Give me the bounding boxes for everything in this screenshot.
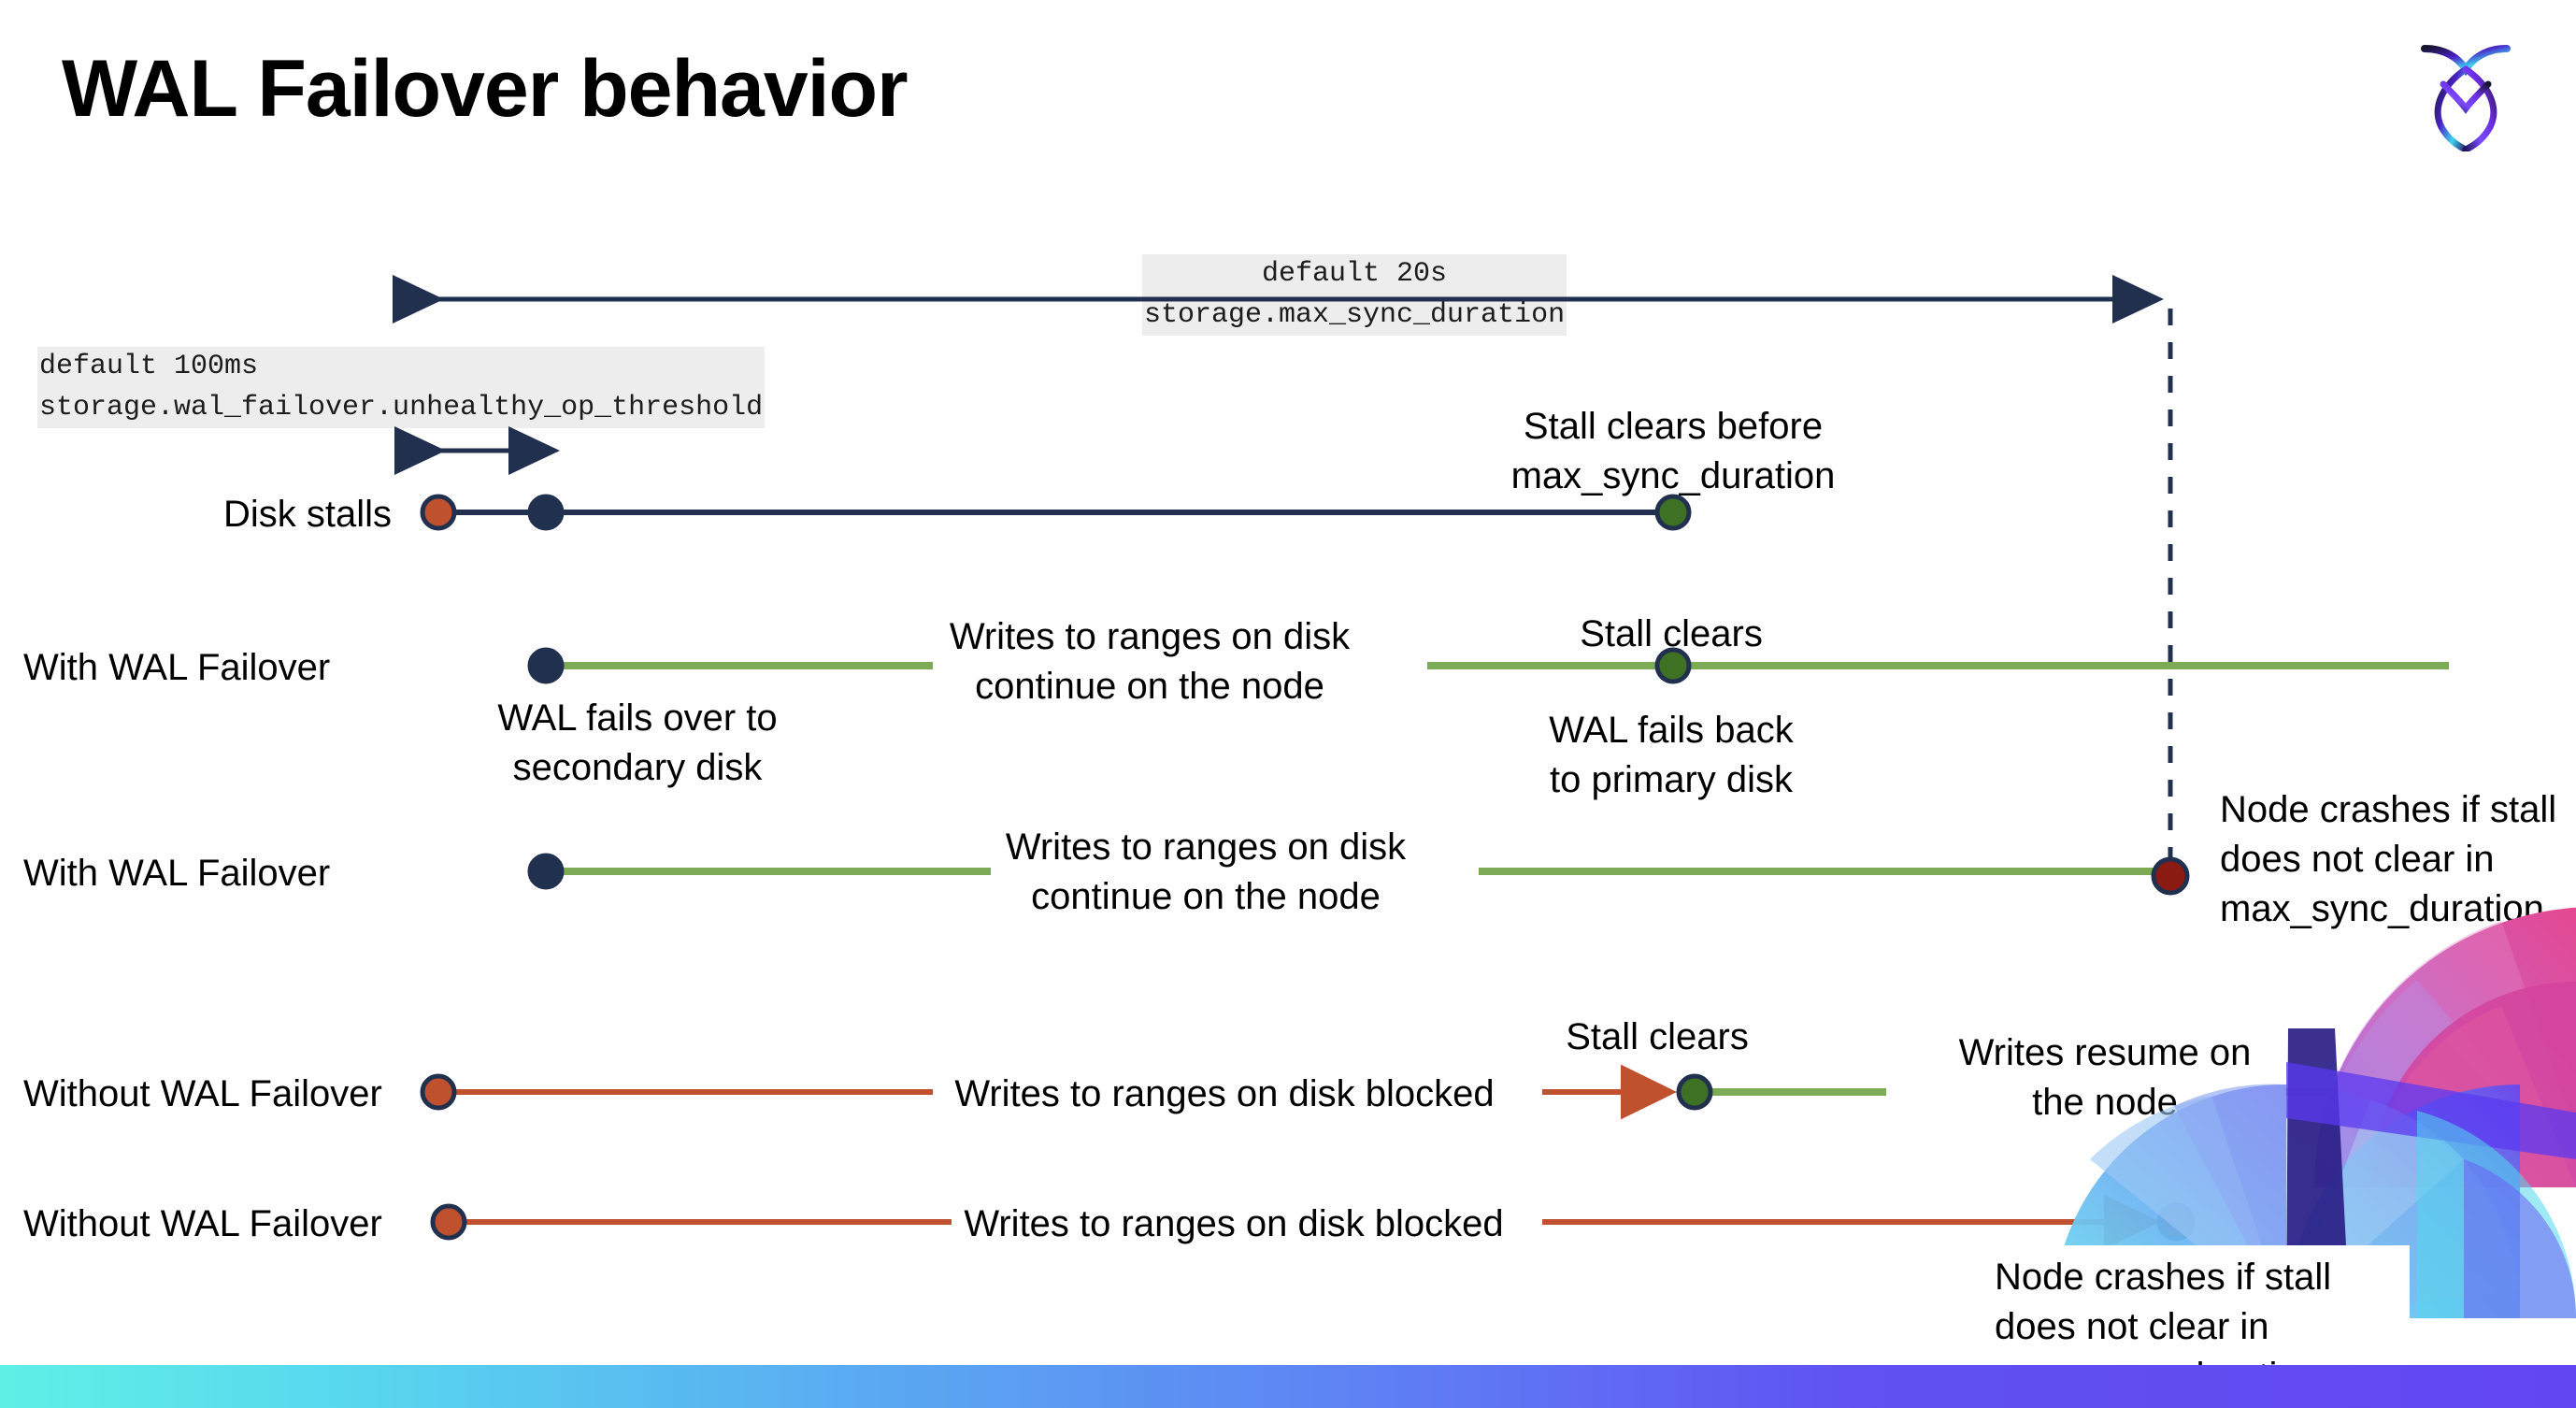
cockroachdb-logo-icon (2410, 34, 2522, 153)
annotation-max-sync-setting: storage.max_sync_duration (1142, 295, 1567, 336)
disk-stall-start-marker (420, 494, 457, 531)
node-crash-marker (2156, 1202, 2196, 1242)
row-label-with-wal-failover-2: With WAL Failover (23, 853, 331, 894)
note-stall-clears-before-max-sync: Stall clears before max_sync_duration (1510, 406, 1836, 496)
note-stall-clears-2: Stall clears (1566, 1016, 1749, 1057)
row-label-without-wal-failover-2: Without WAL Failover (23, 1203, 382, 1244)
annotation-unhealthy-setting: storage.wal_failover.unhealthy_op_thresh… (37, 387, 766, 428)
wal-failover-start-marker (527, 853, 565, 890)
note-node-crashes-1: Node crashes if stall does not clear in … (2220, 789, 2557, 929)
row-label-with-wal-failover-1: With WAL Failover (23, 647, 331, 688)
annotation-max-sync-duration: default 20s storage.max_sync_duration (1142, 254, 1567, 336)
note-stall-clears-1: Stall clears (1580, 613, 1763, 654)
bottom-gradient-bar (0, 1365, 2576, 1408)
note-wal-fails-back: WAL fails back to primary disk (1549, 710, 1794, 800)
row-disk-stalls-track (420, 494, 1692, 531)
note-writes-continue-2: Writes to ranges on disk continue on the… (1005, 826, 1407, 917)
page-title: WAL Failover behavior (62, 44, 909, 134)
note-wal-fails-over: WAL fails over to secondary disk (497, 697, 778, 788)
note-writes-blocked-2: Writes to ranges on disk blocked (964, 1203, 1504, 1244)
note-writes-blocked-1: Writes to ranges on disk blocked (954, 1073, 1495, 1114)
row-label-disk-stalls: Disk stalls (223, 494, 393, 535)
note-writes-resume: Writes resume on the node (1958, 1032, 2252, 1123)
wal-failover-start-marker (527, 647, 565, 684)
node-crash-marker (2151, 856, 2190, 896)
annotation-max-sync-default: default 20s (1142, 254, 1567, 295)
disk-stall-start-marker (430, 1203, 467, 1241)
annotation-unhealthy-default: default 100ms (37, 347, 766, 388)
annotation-unhealthy-op-threshold: default 100ms storage.wal_failover.unhea… (37, 347, 766, 428)
stall-clears-marker (1676, 1073, 1713, 1111)
row-label-without-wal-failover-1: Without WAL Failover (23, 1073, 382, 1114)
stall-clears-marker (1654, 494, 1692, 531)
wal-failover-trigger-marker (527, 494, 565, 531)
note-writes-continue-1: Writes to ranges on disk continue on the… (949, 616, 1351, 707)
disk-stall-start-marker (420, 1073, 457, 1111)
row-with-wal-failover-1-track (527, 647, 2449, 684)
